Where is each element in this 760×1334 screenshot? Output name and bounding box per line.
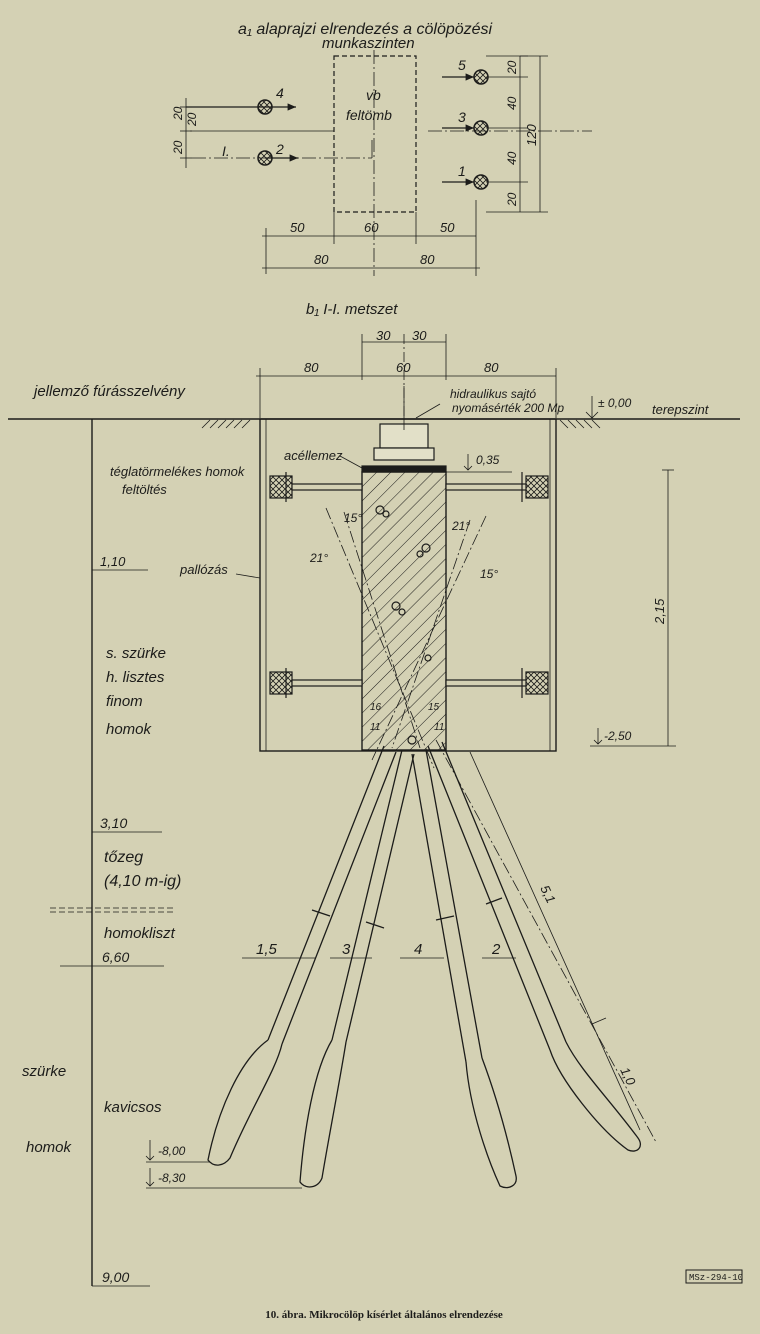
depth-660: 6,60 <box>102 949 129 965</box>
pile-number-1-5: 1,5 <box>256 941 278 958</box>
soil-fill-2: feltöltés <box>122 482 167 497</box>
plan-view: a₁ alaprajzi elrendezés a cölöpözési mun… <box>171 21 592 276</box>
level-830: -8,30 <box>158 1171 186 1185</box>
steel-plate <box>361 465 447 473</box>
stamp-box <box>685 1269 743 1284</box>
plate-label: acéllemez <box>284 448 343 463</box>
plan-dim-bottom-60: 60 <box>364 220 379 235</box>
figure-stamp: MSz-294-10 <box>689 1273 743 1283</box>
micropile-2 <box>427 741 642 1152</box>
pile-number-4: 4 <box>414 941 422 958</box>
plan-dim-bottom-80b: 80 <box>420 252 435 267</box>
level-zero: ± 0,00 <box>598 396 632 410</box>
pile-label-3: 3 <box>458 109 466 125</box>
soil-sand-2: h. lisztes <box>106 669 165 686</box>
lower-strut <box>269 668 549 698</box>
level-250: -2,50 <box>604 729 632 743</box>
plan-dim-right-4: 20 <box>505 192 519 207</box>
plan-dim-right-1: 20 <box>505 60 519 75</box>
depth-900: 9,00 <box>102 1269 129 1285</box>
plan-dim-left-2: 20 <box>185 112 199 127</box>
plan-dim-right-total: 120 <box>524 124 539 146</box>
soil-profile: téglatörmelékes homok feltöltés 1,10 s. … <box>22 419 246 1287</box>
angle-21-right: 21° <box>451 519 470 533</box>
depth-110: 1,10 <box>100 554 126 569</box>
soil-sand-3: finom <box>106 693 143 710</box>
section-dim-80b: 80 <box>484 360 499 375</box>
mark-16: 16 <box>370 702 382 713</box>
level-035: 0,35 <box>476 453 500 467</box>
pile-label-4: 4 <box>276 85 284 101</box>
section-view: b₁ I-I. metszet 30 30 80 60 80 jellemző … <box>8 301 740 1189</box>
jack-label-1: hidraulikus sajtó <box>450 387 536 401</box>
micropile-3 <box>299 749 415 1188</box>
plan-title-line1: a₁ alaprajzi elrendezés a cölöpözési <box>238 21 493 38</box>
angle-21-left: 21° <box>309 551 328 565</box>
pit-outline <box>259 418 557 752</box>
soil-gravel-3: homok <box>26 1139 73 1156</box>
dim-51: 5,1 <box>537 883 558 906</box>
figure-caption: 10. ábra. Mikrocölöp kísérlet általános … <box>265 1309 503 1321</box>
plan-dim-bottom-80a: 80 <box>314 252 329 267</box>
pile-label-2: 2 <box>275 141 284 157</box>
jack-label-2: nyomásérték 200 Mp <box>452 401 564 415</box>
micropile-1-5 <box>207 745 397 1166</box>
plan-dim-left-3: 20 <box>171 140 185 155</box>
soil-peat-1: tőzeg <box>104 849 143 866</box>
mark-15: 15 <box>428 702 440 713</box>
angle-15-left: 15° <box>344 511 362 525</box>
pile-label-5: 5 <box>458 57 466 73</box>
soil-fill-1: téglatörmelékes homok <box>110 464 246 479</box>
soil-gravel-2: kavicsos <box>104 1099 162 1116</box>
plan-title-line2: munkaszinten <box>322 35 415 52</box>
section-dim-80a: 80 <box>304 360 319 375</box>
concrete-block-outline <box>333 55 417 213</box>
soil-sand-4: homok <box>106 721 153 738</box>
plan-dim-right-2: 40 <box>505 96 519 110</box>
ground-label: terepszint <box>652 402 710 417</box>
soil-silt: homokliszt <box>104 925 176 942</box>
micropile-4 <box>411 749 517 1189</box>
pile-number-3: 3 <box>342 941 351 958</box>
pile-label-1: 1 <box>458 163 466 179</box>
plan-dim-left-1: 20 <box>171 106 185 121</box>
mark-11a: 11 <box>370 722 380 733</box>
section-mark-I: I. <box>222 143 230 159</box>
plan-dim-right-3: 40 <box>505 151 519 165</box>
plan-dim-bottom-50a: 50 <box>290 220 305 235</box>
section-dim-30a: 30 <box>376 328 391 343</box>
profile-title: jellemző fúrásszelvény <box>32 383 186 400</box>
block-label-vb: vb <box>366 87 381 103</box>
depth-310: 3,10 <box>100 815 127 831</box>
mark-11b: 11 <box>434 722 444 733</box>
dim-215: 2,15 <box>652 598 667 625</box>
section-dim-60: 60 <box>396 360 411 375</box>
dim-10: 1,0 <box>617 1065 639 1089</box>
planking-label: pallózás <box>179 562 228 577</box>
soil-sand-1: s. szürke <box>106 645 166 662</box>
section-title: b₁ I-I. metszet <box>306 301 398 318</box>
pile-3-plan <box>473 120 489 136</box>
angle-15-right: 15° <box>480 567 498 581</box>
pile-number-2: 2 <box>491 941 501 958</box>
pile-5-plan <box>473 69 489 85</box>
section-dim-30b: 30 <box>412 328 427 343</box>
level-800: -8,00 <box>158 1144 186 1158</box>
soil-gravel-1: szürke <box>22 1063 66 1080</box>
block-label-feltomb: feltömb <box>346 107 392 123</box>
soil-peat-2: (4,10 m-ig) <box>104 873 181 890</box>
pile-1-plan <box>473 174 489 190</box>
plan-dim-bottom-50b: 50 <box>440 220 455 235</box>
upper-strut <box>269 472 549 502</box>
